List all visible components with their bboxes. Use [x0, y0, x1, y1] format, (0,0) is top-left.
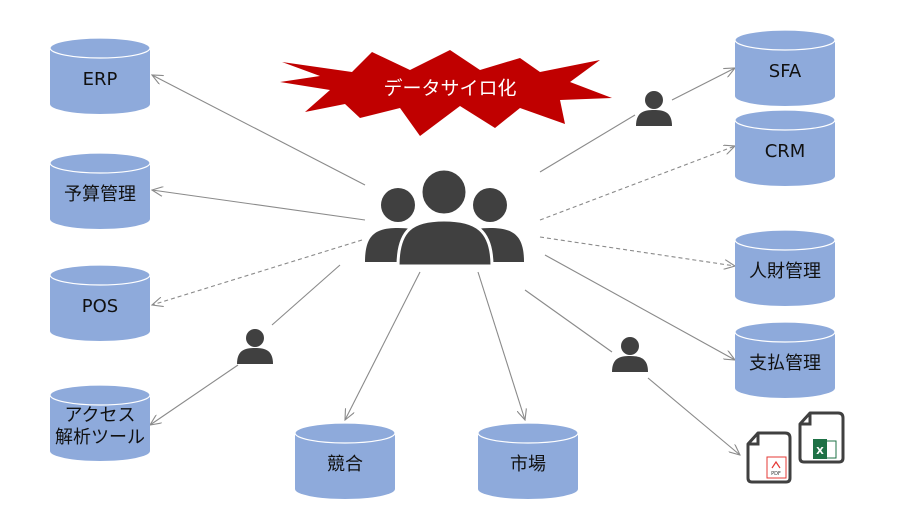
db-label: CRM: [765, 141, 806, 162]
db-access-analytics: アクセス 解析ツール: [49, 384, 151, 462]
db-label: ERP: [83, 69, 118, 90]
arrow-market: [477, 271, 525, 420]
data-silo-burst: データサイロ化: [280, 50, 612, 136]
db-label: 人財管理: [749, 261, 821, 282]
person-icon: [612, 337, 648, 372]
db-sfa: SFA: [734, 29, 836, 107]
arrow-competition: [345, 271, 421, 420]
db-payment: 支払管理: [734, 321, 836, 399]
arrow-payment: [544, 254, 735, 360]
arrow-budget: [152, 190, 366, 221]
pdf-label: PDF: [771, 471, 781, 477]
db-hr: 人財管理: [734, 229, 836, 307]
db-market: 市場: [477, 422, 579, 500]
db-label: 予算管理: [64, 184, 136, 205]
arrow-sfa: [671, 68, 735, 101]
db-label: POS: [82, 296, 118, 317]
db-label: 競合: [327, 454, 363, 475]
user-group-icon: [365, 167, 524, 268]
db-label: SFA: [769, 61, 802, 82]
excel-file-icon: X: [798, 411, 845, 464]
db-erp: ERP: [49, 37, 151, 115]
burst-title: データサイロ化: [383, 78, 516, 100]
excel-label: X: [816, 446, 824, 457]
line-access: [271, 264, 341, 326]
db-label: 市場: [510, 454, 546, 475]
arrow-access: [150, 364, 239, 425]
person-icon: [237, 329, 273, 364]
connections: [150, 68, 740, 455]
arrow-pos: [152, 239, 363, 305]
line-files: [524, 289, 613, 353]
arrow-erp: [152, 75, 366, 186]
arrow-crm: [539, 146, 735, 221]
db-competition: 競合: [294, 422, 396, 500]
db-label: 解析ツール: [55, 427, 145, 448]
db-crm: CRM: [734, 109, 836, 187]
db-pos: POS: [49, 264, 151, 342]
line-sfa: [539, 114, 636, 173]
person-icon: [636, 91, 672, 126]
db-label: アクセス: [64, 405, 135, 426]
arrow-files: [647, 377, 740, 455]
db-budget: 予算管理: [49, 152, 151, 230]
pdf-file-icon: PDF: [746, 431, 792, 484]
db-label: 支払管理: [749, 353, 821, 374]
arrow-hr: [539, 236, 735, 266]
